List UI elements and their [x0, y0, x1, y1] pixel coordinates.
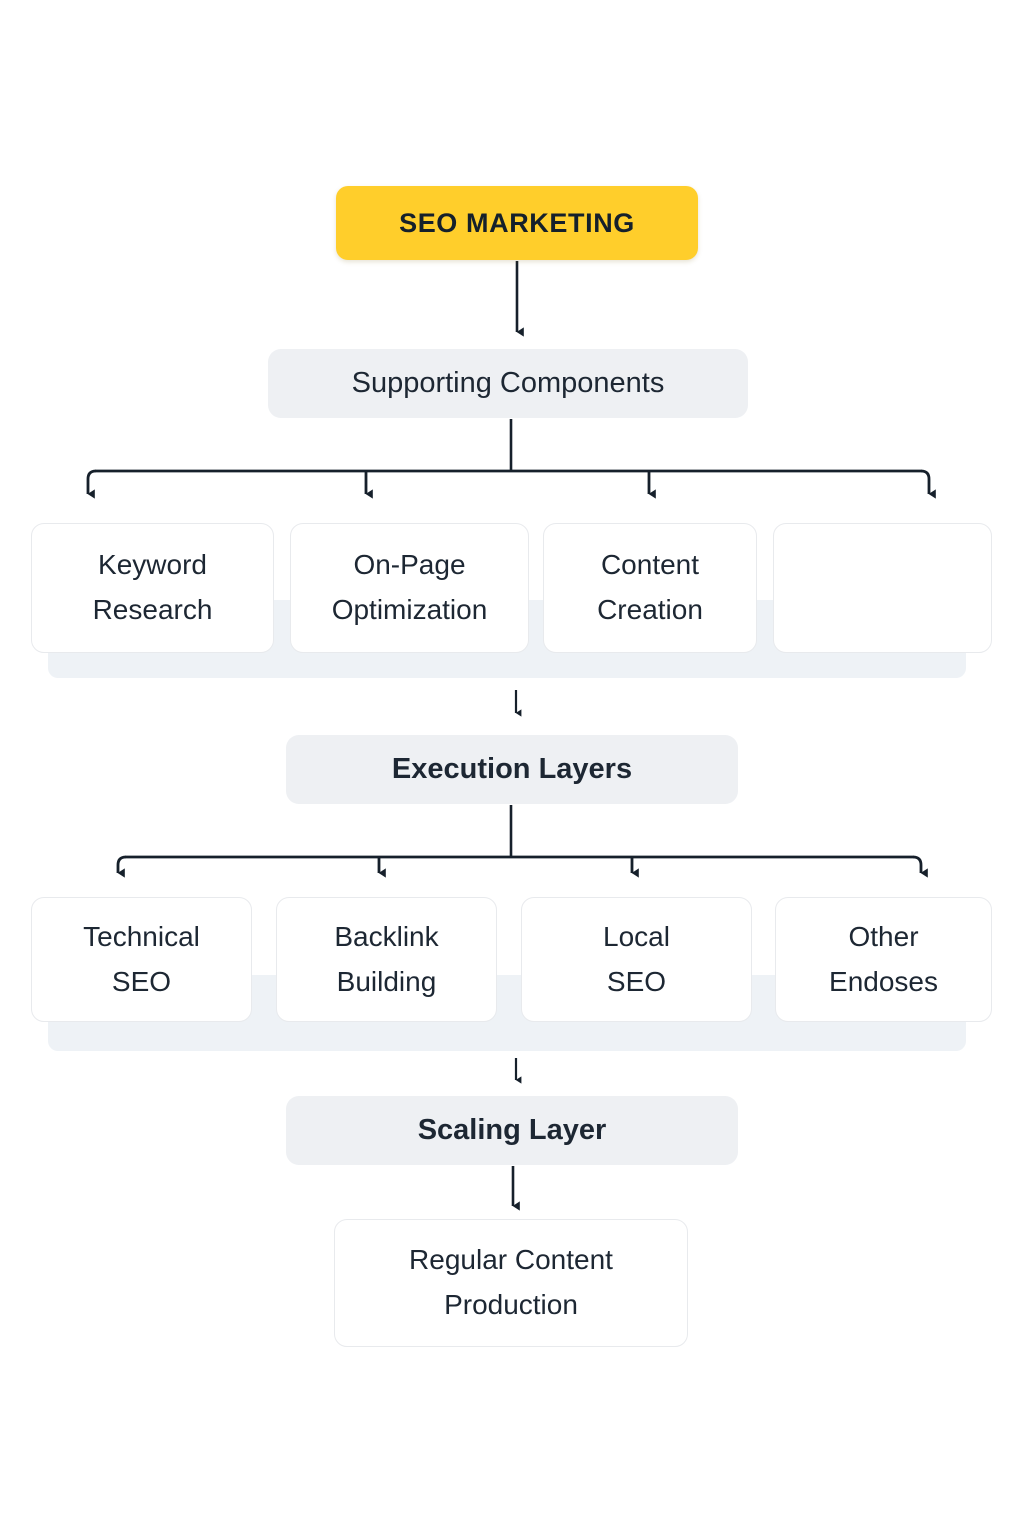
section-header-execution-layers[interactable]: Execution Layers — [286, 735, 738, 804]
section-header-supporting-components[interactable]: Supporting Components — [268, 349, 748, 418]
section-header-label: Supporting Components — [351, 367, 665, 399]
card-label: Backlink Building — [334, 920, 439, 997]
card-label: Technical SEO — [83, 920, 200, 997]
root-node-label: SEO MARKETING — [399, 207, 635, 238]
card-label: Regular Content Production — [409, 1244, 613, 1320]
card-empty-supporting-slot[interactable] — [773, 523, 992, 653]
card-other-endoses[interactable]: Other Endoses — [775, 897, 992, 1022]
card-label: On-Page Optimization — [331, 549, 488, 625]
card-backlink-building[interactable]: Backlink Building — [276, 897, 497, 1022]
section-header-scaling-layer[interactable]: Scaling Layer — [286, 1096, 738, 1165]
section-header-label: Execution Layers — [391, 753, 633, 785]
section-header-label: Scaling Layer — [417, 1114, 607, 1146]
card-label: Other Endoses — [829, 920, 938, 997]
card-regular-content-production[interactable]: Regular Content Production — [334, 1219, 688, 1347]
card-technical-seo[interactable]: Technical SEO — [31, 897, 252, 1022]
card-label: Local SEO — [603, 920, 670, 997]
root-node-seo-marketing[interactable]: SEO MARKETING — [336, 186, 698, 260]
card-local-seo[interactable]: Local SEO — [521, 897, 752, 1022]
card-keyword-research[interactable]: Keyword Research — [31, 523, 274, 653]
card-label: Content Creation — [597, 549, 703, 625]
card-content-creation[interactable]: Content Creation — [543, 523, 757, 653]
card-on-page-optimization[interactable]: On-Page Optimization — [290, 523, 529, 653]
card-label: Keyword Research — [92, 549, 213, 625]
